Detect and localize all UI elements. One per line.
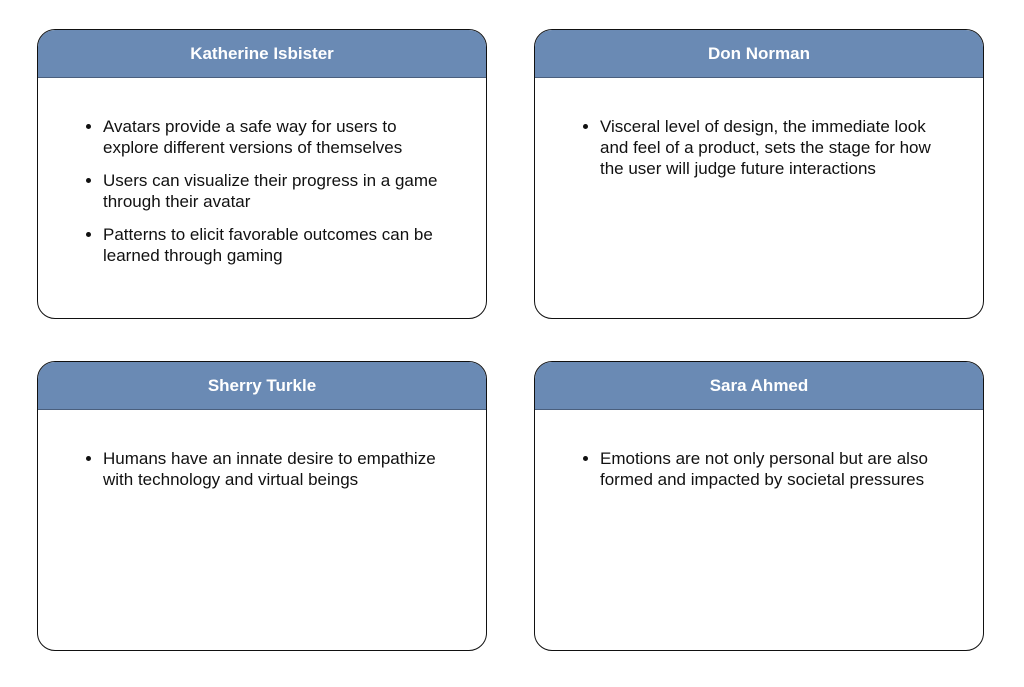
list-item: Avatars provide a safe way for users to …	[103, 116, 446, 158]
card-sara-ahmed: Sara Ahmed Emotions are not only persona…	[534, 361, 984, 651]
list-item: Visceral level of design, the immediate …	[600, 116, 943, 179]
card-title: Don Norman	[535, 30, 983, 78]
list-item: Emotions are not only personal but are a…	[600, 448, 943, 490]
bullet-list: Humans have an innate desire to empathiz…	[38, 448, 486, 502]
card-title: Katherine Isbister	[38, 30, 486, 78]
card-title: Sherry Turkle	[38, 362, 486, 410]
bullet-list: Visceral level of design, the immediate …	[535, 116, 983, 191]
list-item: Humans have an innate desire to empathiz…	[103, 448, 446, 490]
card-don-norman: Don Norman Visceral level of design, the…	[534, 29, 984, 319]
list-item: Users can visualize their progress in a …	[103, 170, 446, 212]
card-title: Sara Ahmed	[535, 362, 983, 410]
bullet-list: Emotions are not only personal but are a…	[535, 448, 983, 502]
list-item: Patterns to elicit favorable outcomes ca…	[103, 224, 446, 266]
card-katherine-isbister: Katherine Isbister Avatars provide a saf…	[37, 29, 487, 319]
bullet-list: Avatars provide a safe way for users to …	[38, 116, 486, 278]
card-sherry-turkle: Sherry Turkle Humans have an innate desi…	[37, 361, 487, 651]
